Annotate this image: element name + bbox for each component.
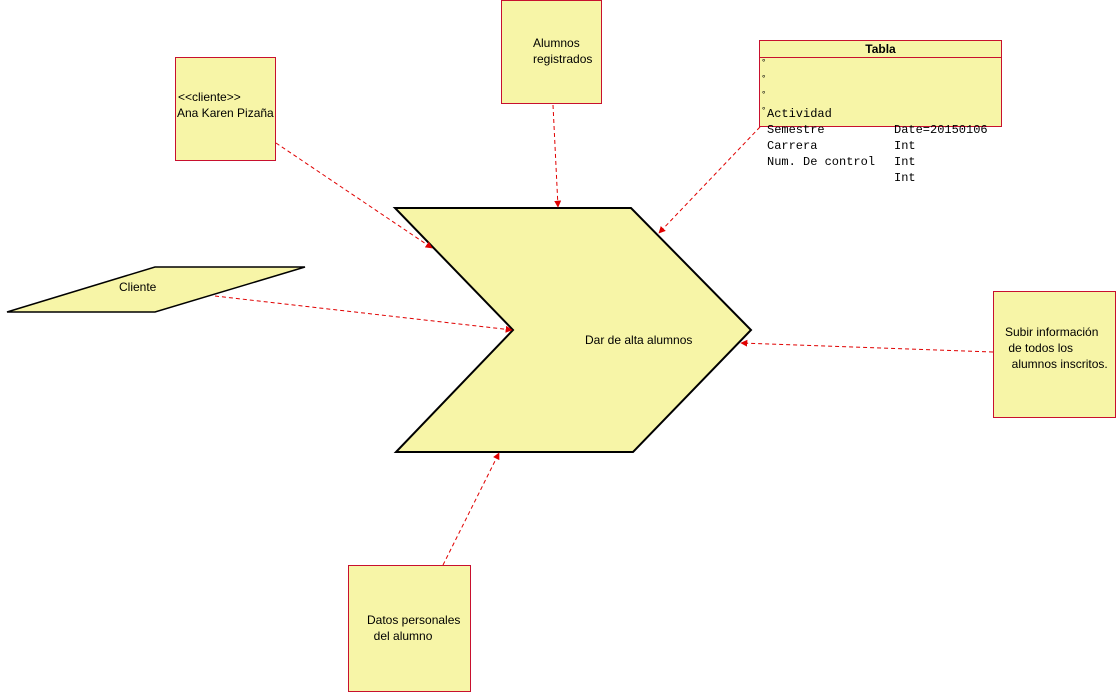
registered-note-line2: registrados bbox=[533, 52, 593, 66]
tabla-row: ° Num. De control Int bbox=[760, 106, 1001, 185]
tabla-title: Tabla bbox=[760, 41, 1001, 58]
actor-parallelogram-shape[interactable] bbox=[6, 266, 306, 313]
tabla-type: Int bbox=[894, 139, 916, 153]
arrow-input-to-process bbox=[442, 452, 500, 566]
tabla-row: ° Carrera Int bbox=[760, 90, 1001, 169]
registered-note-line1: Alumnos bbox=[533, 36, 580, 50]
process-label: Dar de alta alumnos bbox=[585, 333, 693, 347]
tabla-attr: Actividad bbox=[767, 107, 832, 121]
tabla-row: ° Actividad Date=20150106 bbox=[760, 58, 1001, 137]
client-note-name: Ana Karen Pizaña bbox=[177, 106, 274, 120]
arrow-actor-to-process bbox=[214, 295, 513, 333]
tabla-attr: Carrera bbox=[767, 139, 818, 153]
attribute-bullet-icon: ° bbox=[761, 106, 767, 116]
tabla-type: Date=20150106 bbox=[894, 123, 988, 137]
tabla-row: ° Semestre Int bbox=[760, 74, 1001, 153]
goal-note[interactable]: Subir información de todos los alumnos i… bbox=[993, 291, 1116, 418]
goal-note-line3: alumnos inscritos. bbox=[1005, 357, 1108, 371]
client-note-stereotype: <<cliente>> bbox=[178, 90, 241, 104]
registered-students-note[interactable]: Alumnos registrados bbox=[501, 0, 602, 104]
actor-label: Cliente bbox=[119, 280, 157, 294]
process-chevron-shape[interactable] bbox=[392, 207, 753, 453]
goal-note-line2: de todos los bbox=[1005, 341, 1074, 355]
goal-note-line1: Subir información bbox=[1005, 325, 1099, 339]
arrow-tabla-to-process bbox=[658, 126, 761, 234]
tabla-attr: Num. De control bbox=[767, 155, 876, 169]
tabla-type: Int bbox=[894, 155, 916, 169]
tabla-class-box[interactable]: Tabla ° Actividad Date=20150106 ° Semest… bbox=[759, 40, 1002, 185]
attribute-bullet-icon: ° bbox=[761, 90, 767, 100]
tabla-attr: Semestre bbox=[767, 123, 825, 137]
attribute-bullet-icon: ° bbox=[761, 74, 767, 84]
tabla-type: Int bbox=[894, 171, 916, 185]
arrow-goal-to-process bbox=[740, 339, 994, 353]
arrow-registered-to-process bbox=[552, 104, 562, 208]
client-note[interactable]: <<cliente>> Ana Karen Pizaña bbox=[175, 57, 276, 161]
attribute-bullet-icon: ° bbox=[761, 58, 767, 68]
input-note[interactable]: Datos personales del alumno bbox=[348, 565, 471, 692]
arrow-client-note-to-process bbox=[275, 142, 433, 249]
input-note-line2: del alumno bbox=[367, 629, 433, 643]
input-note-line1: Datos personales bbox=[367, 613, 461, 627]
